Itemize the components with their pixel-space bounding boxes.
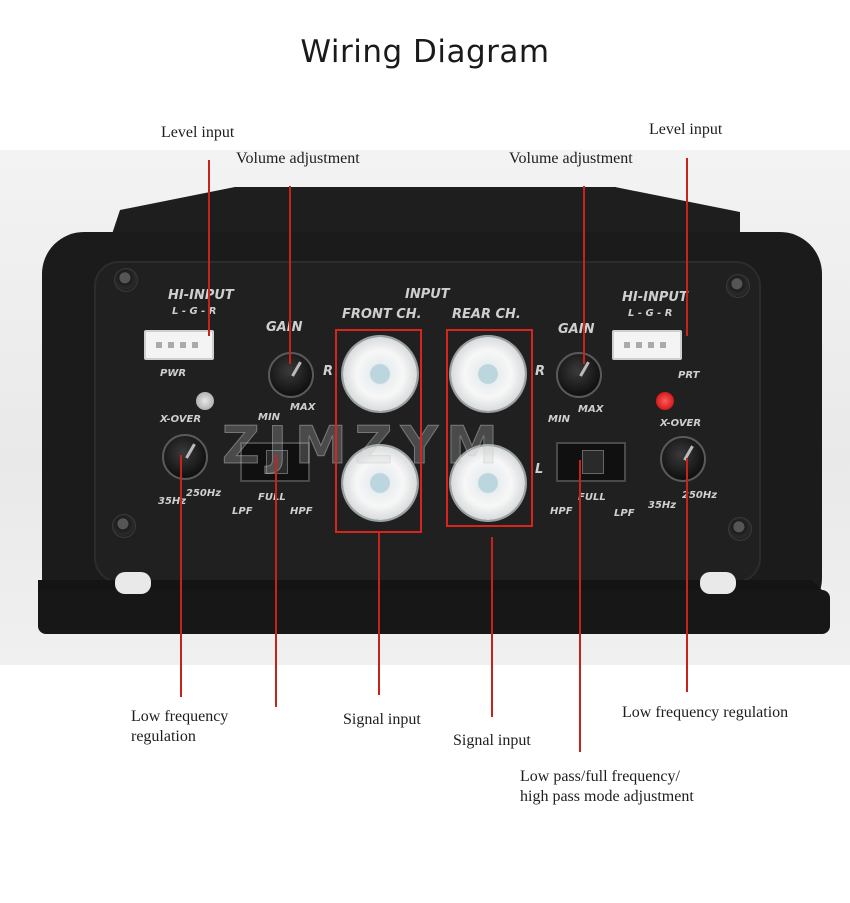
leader-volume-right [583,186,585,364]
callout-mode-line1: Low pass/full frequency/ [520,768,680,785]
leader-volume-left [289,186,291,364]
x-over-knob-left[interactable] [162,434,208,480]
callout-volume-right: Volume adjustment [509,150,633,167]
max-label-right: MAX [578,404,604,415]
callout-mode-line2: high pass mode adjustment [520,788,694,805]
screw-bottom-left [112,514,136,538]
leader-mode-right [579,460,581,752]
front-ch-highlight-box [335,329,422,533]
input-label: INPUT [405,287,450,302]
rca-front-top[interactable] [343,337,417,411]
lpf-label-left: LPF [232,506,253,517]
hi-input-connector-left[interactable] [144,330,214,360]
hi-input-connector-right[interactable] [612,330,682,360]
callout-low-freq-left-line2: regulation [131,728,196,745]
leader-signal-left [378,533,380,695]
callout-signal-input-right: Signal input [453,732,531,749]
watermark: ZJMZYM [222,416,506,477]
full-label-left: FULL [258,492,286,503]
prt-label: PRT [678,370,700,381]
hz250-label-left: 250Hz [186,488,222,499]
hi-input-label-left: HI-INPUT [168,288,234,303]
gain-knob-left[interactable] [268,352,314,398]
callout-level-input-left: Level input [161,124,235,141]
hz35-label-right: 35Hz [648,500,677,511]
l-label-right: L [535,462,544,477]
pwr-label: PWR [160,368,187,379]
diagram-title: Wiring Diagram [300,34,550,70]
rear-ch-highlight-box [446,329,533,527]
rca-rear-bottom[interactable] [451,446,525,520]
full-label-right: FULL [578,492,606,503]
min-label-left: MIN [258,412,281,423]
rca-rear-top[interactable] [451,337,525,411]
max-label-left: MAX [290,402,316,413]
x-over-label-right: X-OVER [660,418,702,429]
prt-led [656,392,674,410]
hpf-label-left: HPF [290,506,313,517]
x-over-knob-right[interactable] [660,436,706,482]
hpf-label-right: HPF [550,506,573,517]
pwr-led [196,392,214,410]
r-label-left: R [323,364,334,379]
screw-top-left [114,268,138,292]
leader-level-input-right [686,158,688,336]
hi-input-label-right: HI-INPUT [622,290,688,305]
gain-knob-right[interactable] [556,352,602,398]
leader-mode-left [275,455,277,707]
amplifier-unit [38,187,830,634]
hi-input-pins-left: L - G - R [172,306,217,317]
callout-volume-left: Volume adjustment [236,150,360,167]
leader-level-input-left [208,160,210,336]
callout-level-input-right: Level input [649,121,723,138]
hz250-label-right: 250Hz [682,490,718,501]
lpf-label-right: LPF [614,508,635,519]
screw-top-right [726,274,750,298]
gain-label-left: GAIN [266,320,303,335]
hz35-label-left: 35Hz [158,496,187,507]
x-over-label-left: X-OVER [160,414,202,425]
rear-ch-label: REAR CH. [452,307,521,322]
rca-front-bottom[interactable] [343,446,417,520]
hi-input-pins-right: L - G - R [628,308,673,319]
callout-low-freq-right: Low frequency regulation [622,704,789,721]
screw-bottom-right [728,517,752,541]
r-label-right: R [535,364,546,379]
leader-low-freq-right [686,458,688,692]
front-ch-label: FRONT CH. [342,307,422,322]
gain-label-right: GAIN [558,322,595,337]
callout-signal-input-left: Signal input [343,711,421,728]
leader-low-freq-left [180,455,182,697]
min-label-right: MIN [548,414,571,425]
leader-signal-right [491,537,493,717]
callout-low-freq-left-line1: Low frequency [131,708,229,725]
mode-switch-right[interactable] [556,442,626,482]
